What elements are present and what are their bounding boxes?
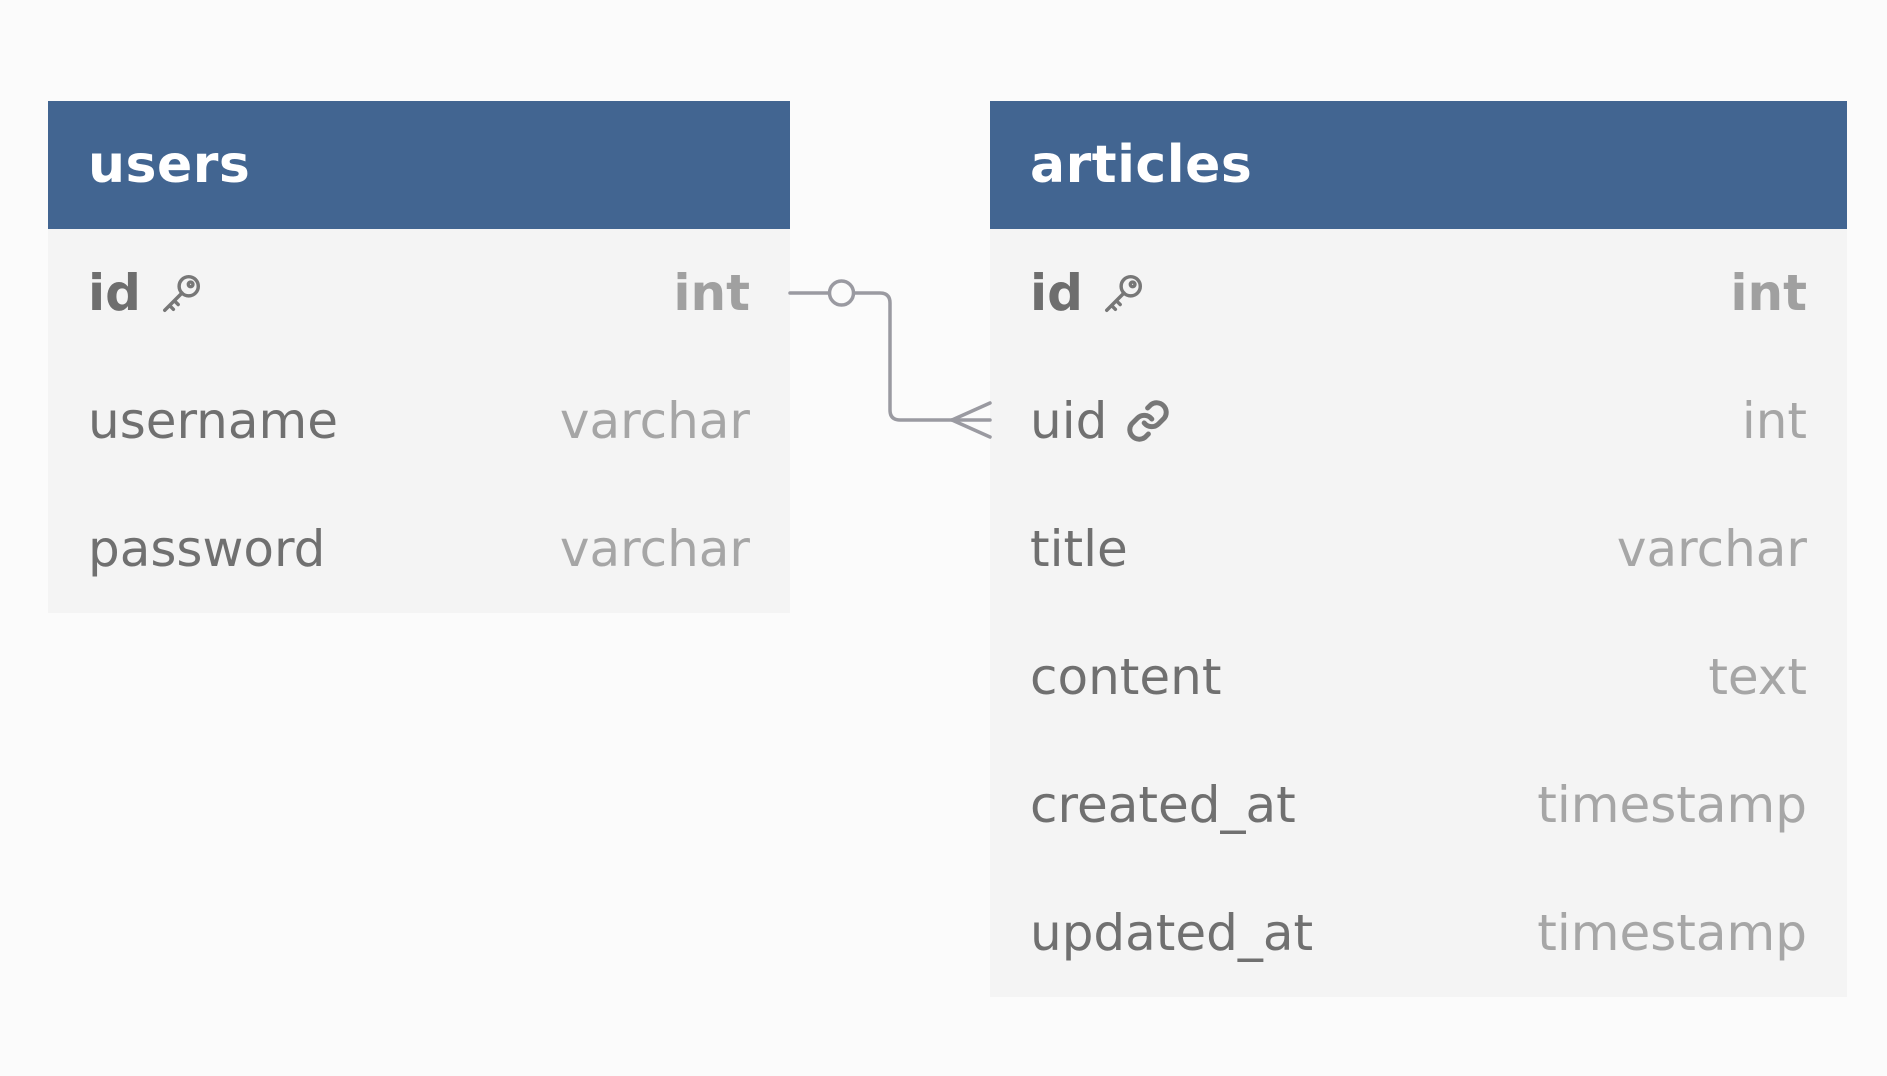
key-icon (159, 270, 205, 316)
column-row-updated-at[interactable]: updated_at timestamp (990, 869, 1847, 997)
zero-or-one-marker (827, 279, 856, 307)
relation-line (788, 291, 992, 422)
column-name: content (1030, 648, 1222, 706)
column-row-created-at[interactable]: created_at timestamp (990, 741, 1847, 869)
column-name: id (88, 264, 141, 322)
table-articles[interactable]: articles id int uid (990, 101, 1847, 997)
column-type: text (1708, 648, 1807, 706)
column-name: uid (1030, 392, 1108, 450)
link-icon (1125, 398, 1171, 444)
column-name: created_at (1030, 776, 1296, 834)
key-icon (1101, 270, 1147, 316)
table-title: articles (1030, 135, 1253, 195)
column-type: varchar (559, 392, 750, 450)
column-row-title[interactable]: title varchar (990, 485, 1847, 613)
crows-foot-marker (950, 401, 992, 439)
column-name: updated_at (1030, 904, 1314, 962)
column-type: int (673, 264, 750, 322)
column-type: int (1741, 392, 1807, 450)
column-name: title (1030, 520, 1128, 578)
column-row-uid[interactable]: uid int (990, 357, 1847, 485)
table-title: users (88, 135, 251, 195)
column-type: varchar (1616, 520, 1807, 578)
table-header-users[interactable]: users (48, 101, 790, 229)
column-row-password[interactable]: password varchar (48, 485, 790, 613)
column-type: varchar (559, 520, 750, 578)
column-row-id[interactable]: id int (990, 229, 1847, 357)
column-row-username[interactable]: username varchar (48, 357, 790, 485)
table-header-articles[interactable]: articles (990, 101, 1847, 229)
table-users[interactable]: users id int username varchar (48, 101, 790, 613)
column-row-content[interactable]: content text (990, 613, 1847, 741)
column-row-id[interactable]: id int (48, 229, 790, 357)
column-type: timestamp (1537, 776, 1807, 834)
column-type: int (1730, 264, 1807, 322)
column-name: password (88, 520, 326, 578)
column-name: username (88, 392, 338, 450)
column-name: id (1030, 264, 1083, 322)
column-type: timestamp (1537, 904, 1807, 962)
